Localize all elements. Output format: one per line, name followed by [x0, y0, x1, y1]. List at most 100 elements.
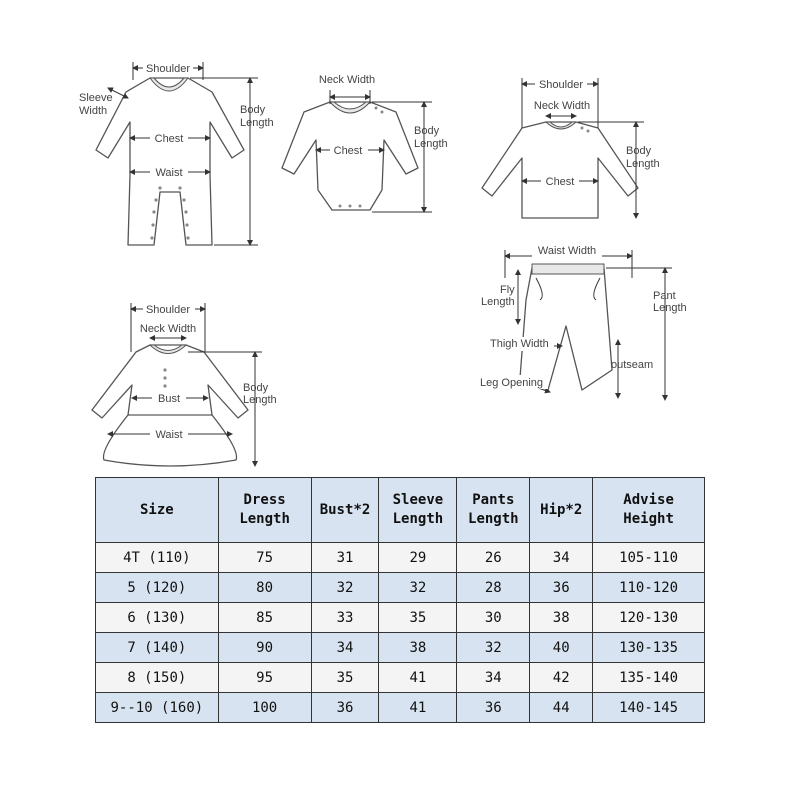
- cell-hip: 34: [529, 542, 594, 573]
- cell-dress-length: 80: [217, 572, 312, 603]
- romper-diagram: Shoulder Sleeve Width Chest Waist Body L…: [79, 61, 274, 246]
- cell-size: 9--10 (160): [95, 692, 219, 723]
- svg-text:Length: Length: [626, 158, 660, 170]
- cell-dress-length: 95: [217, 662, 312, 693]
- header-text: Dress: [243, 492, 286, 508]
- cell-advise-height: 140-145: [592, 692, 705, 723]
- cell-pants-length: 36: [456, 692, 531, 723]
- cell-pants-length: 30: [456, 602, 531, 633]
- pants-thigh-width-label: Thigh Width: [490, 338, 549, 350]
- svg-text:Length: Length: [240, 117, 274, 129]
- cell-dress-length: 100: [217, 692, 312, 723]
- bodysuit-diagram: Neck Width Chest Body Length: [281, 74, 448, 213]
- cell-bust: 35: [310, 662, 380, 693]
- header-bust: Bust*2: [310, 477, 380, 543]
- top-neck-width-label: Neck Width: [534, 100, 590, 112]
- pants-diagram: Waist Width Fly Length Pant Length Thigh…: [478, 244, 687, 401]
- cell-bust: 31: [310, 542, 380, 573]
- header-size: Size: [95, 477, 219, 543]
- cell-hip: 44: [529, 692, 594, 723]
- header-text: Length: [468, 511, 519, 527]
- cell-pants-length: 32: [456, 632, 531, 663]
- cell-advise-height: 105-110: [592, 542, 705, 573]
- cell-advise-height: 110-120: [592, 572, 705, 603]
- dress-shoulder-label: Shoulder: [146, 304, 190, 316]
- svg-text:Length: Length: [414, 138, 448, 150]
- romper-body-length-label: Body: [240, 104, 266, 116]
- cell-size: 8 (150): [95, 662, 219, 693]
- cell-hip: 40: [529, 632, 594, 663]
- cell-size: 7 (140): [95, 632, 219, 663]
- romper-sleeve-width-label: Sleeve: [79, 92, 113, 104]
- romper-chest-label: Chest: [155, 133, 184, 145]
- header-hip: Hip*2: [529, 477, 594, 543]
- cell-bust: 34: [310, 632, 380, 663]
- cell-hip: 42: [529, 662, 594, 693]
- cell-bust: 33: [310, 602, 380, 633]
- svg-text:Length: Length: [653, 302, 687, 314]
- pants-pant-length-label: Pant: [653, 290, 676, 302]
- bodysuit-chest-label: Chest: [334, 145, 363, 157]
- top-shoulder-label: Shoulder: [539, 79, 583, 91]
- cell-pants-length: 26: [456, 542, 531, 573]
- pants-fly-length-label: Fly: [500, 284, 515, 296]
- cell-bust: 32: [310, 572, 380, 603]
- cell-sleeve-length: 41: [378, 692, 458, 723]
- header-text: Advise: [623, 492, 674, 508]
- svg-text:Length: Length: [481, 296, 515, 308]
- dress-neck-width-label: Neck Width: [140, 323, 196, 335]
- bodysuit-neck-width-label: Neck Width: [319, 74, 375, 86]
- top-body-length-label: Body: [626, 145, 652, 157]
- header-text: Hip*2: [540, 501, 583, 518]
- cell-advise-height: 130-135: [592, 632, 705, 663]
- header-text: Length: [239, 511, 290, 527]
- cell-sleeve-length: 35: [378, 602, 458, 633]
- header-text: Sleeve: [392, 492, 444, 508]
- header-text: Pants: [472, 492, 515, 508]
- cell-dress-length: 90: [217, 632, 312, 663]
- cell-dress-length: 75: [217, 542, 312, 573]
- cell-size: 4T (110): [95, 542, 219, 573]
- cell-advise-height: 135-140: [592, 662, 705, 693]
- cell-size: 6 (130): [95, 602, 219, 633]
- cell-sleeve-length: 41: [378, 662, 458, 693]
- cell-dress-length: 85: [217, 602, 312, 633]
- top-diagram: Shoulder Neck Width Chest Body Length: [481, 77, 660, 219]
- cell-pants-length: 28: [456, 572, 531, 603]
- cell-size: 5 (120): [95, 572, 219, 603]
- cell-bust: 36: [310, 692, 380, 723]
- romper-waist-label: Waist: [155, 167, 182, 179]
- header-text: Length: [392, 511, 444, 527]
- bodysuit-body-length-label: Body: [414, 125, 440, 137]
- romper-shoulder-label: Shoulder: [146, 63, 190, 75]
- cell-sleeve-length: 29: [378, 542, 458, 573]
- svg-text:Length: Length: [243, 394, 277, 406]
- cell-advise-height: 120-130: [592, 602, 705, 633]
- cell-pants-length: 34: [456, 662, 531, 693]
- cell-sleeve-length: 32: [378, 572, 458, 603]
- cell-hip: 38: [529, 602, 594, 633]
- header-text: Bust*2: [319, 501, 371, 518]
- header-text: Height: [623, 511, 674, 527]
- dress-waist-label: Waist: [155, 429, 182, 441]
- cell-hip: 36: [529, 572, 594, 603]
- header-text: Size: [139, 501, 174, 518]
- pants-outseam-label: outseam: [611, 359, 653, 371]
- dress-body-length-label: Body: [243, 382, 269, 394]
- cell-sleeve-length: 38: [378, 632, 458, 663]
- dress-diagram: Shoulder Neck Width Bust Waist Body Leng…: [91, 302, 277, 467]
- svg-text:Width: Width: [79, 105, 107, 117]
